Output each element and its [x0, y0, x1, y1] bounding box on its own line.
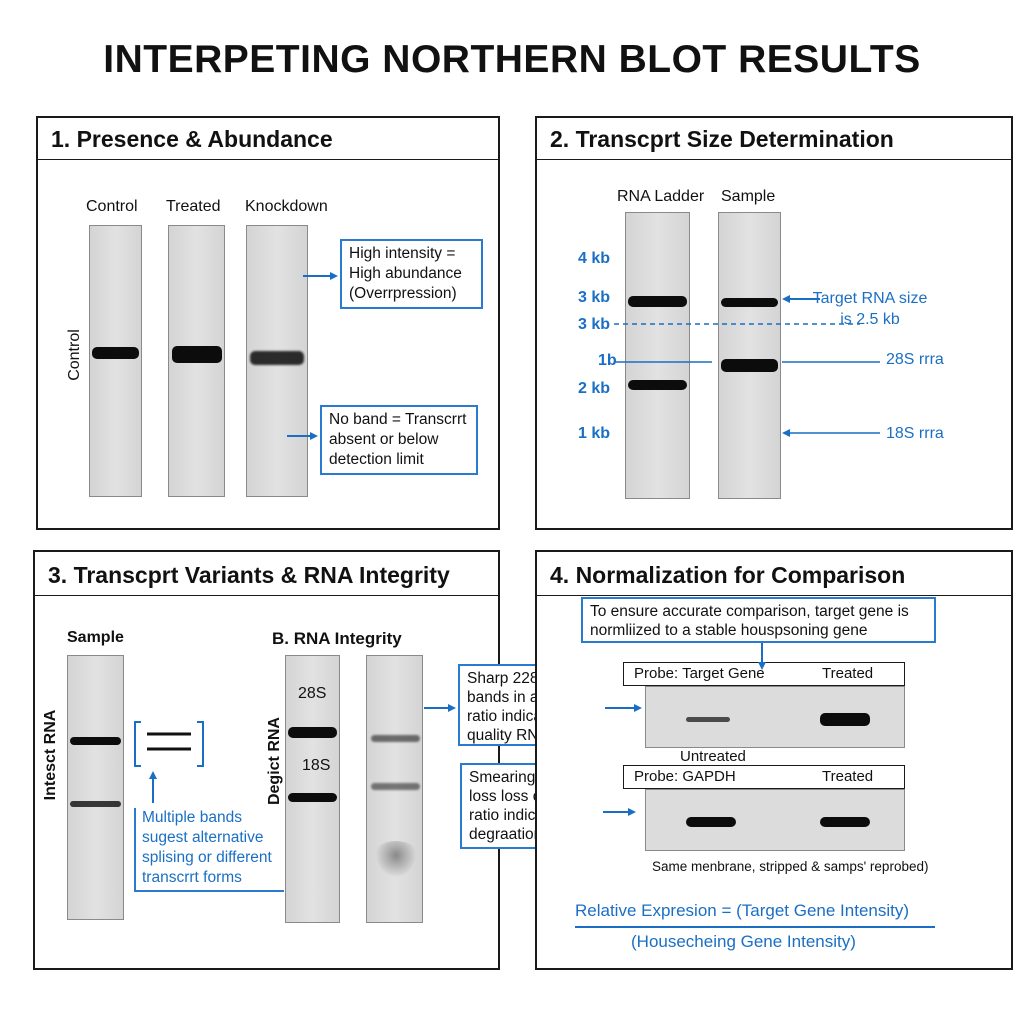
band [92, 347, 139, 359]
probe-gapdh-header: Probe: GAPDH Treated [623, 765, 905, 789]
note-no-band: No band = Transcrrt absent or below dete… [320, 405, 478, 475]
band [820, 713, 870, 726]
panel-heading: 1. Presence & Abundance [38, 118, 498, 160]
tick-label: 3 kb [578, 316, 611, 333]
lane-intact-rna [285, 655, 340, 923]
band [628, 380, 687, 390]
band [172, 346, 222, 363]
membrane-target [645, 686, 905, 748]
formula-denominator: (Housecheing Gene Intensity) [631, 932, 856, 951]
band [628, 296, 687, 307]
formula-divider [575, 926, 935, 928]
note-high-intensity: High intensity = High abundance (Overrpr… [340, 239, 483, 309]
lane-label-control: Control [86, 198, 138, 215]
lane-label-knockdown: Knockdown [245, 198, 328, 215]
probe-target-header: Probe: Target Gene Treated [623, 662, 905, 686]
formula-numerator: Relative Expresion = (Target Gene Intens… [575, 901, 910, 920]
band [721, 359, 778, 372]
tick-label: 1b [598, 352, 617, 369]
lane-label-sample: Sample [721, 188, 776, 205]
lane-degraded-rna [366, 655, 423, 923]
treated-label: Treated [822, 768, 874, 785]
band [686, 817, 736, 827]
panel-heading: 4. Normalization for Comparison [537, 552, 1011, 596]
probe-gapdh-label: Probe: GAPDH [634, 768, 736, 785]
band [371, 735, 420, 742]
treated-label: Treated [822, 665, 874, 682]
note-variants: Multiple bands sugest alternative splisi… [134, 808, 284, 892]
membrane-gapdh [645, 789, 905, 851]
lane-label-treated: Treated [166, 198, 221, 215]
band-label-28s: 28S [298, 685, 327, 702]
lane-label-ladder: RNA Ladder [617, 188, 705, 205]
panel-heading: 2. Transcprt Size Determination [537, 118, 1011, 160]
note-target-rna: Target RNA size is 2.5 kb [812, 290, 928, 328]
band [371, 783, 420, 790]
page-title: INTERPETING NORTHERN BLOT RESULTS [103, 38, 921, 81]
lane-treated [168, 225, 225, 497]
integrity-label: B. RNA Integrity [272, 629, 402, 648]
lane-knockdown [246, 225, 308, 497]
probe-target-label: Probe: Target Gene [634, 665, 765, 682]
band [721, 298, 778, 307]
band [288, 793, 337, 802]
bracket-right [197, 721, 204, 767]
band-label-18s: 18S [302, 757, 331, 774]
tick-label: 3 kb [578, 289, 611, 306]
lane-control [89, 225, 142, 497]
panel-heading: 3. Transcprt Variants & RNA Integrity [35, 552, 498, 596]
label-18s: 18S rrra [886, 425, 944, 442]
tick-label: 1 kb [578, 425, 611, 442]
band [70, 801, 121, 807]
membrane-note: Same menbrane, stripped & samps' reprobe… [652, 859, 929, 874]
tick-label: 2 kb [578, 380, 611, 397]
band [820, 817, 870, 827]
bracket-left [134, 721, 141, 767]
lane-sample-variants [67, 655, 124, 920]
band [70, 737, 121, 745]
note-normalization: To ensure accurate comparison, target ge… [581, 597, 936, 643]
band [250, 351, 304, 365]
band [288, 727, 337, 738]
lane-ladder [625, 212, 690, 499]
sample-label: Sample [67, 629, 124, 646]
untreated-label: Untreated [680, 748, 746, 765]
tick-label: 4 kb [578, 250, 611, 267]
label-28s: 28S rrra [886, 351, 944, 368]
band [686, 717, 730, 722]
lane-sample [718, 212, 781, 499]
